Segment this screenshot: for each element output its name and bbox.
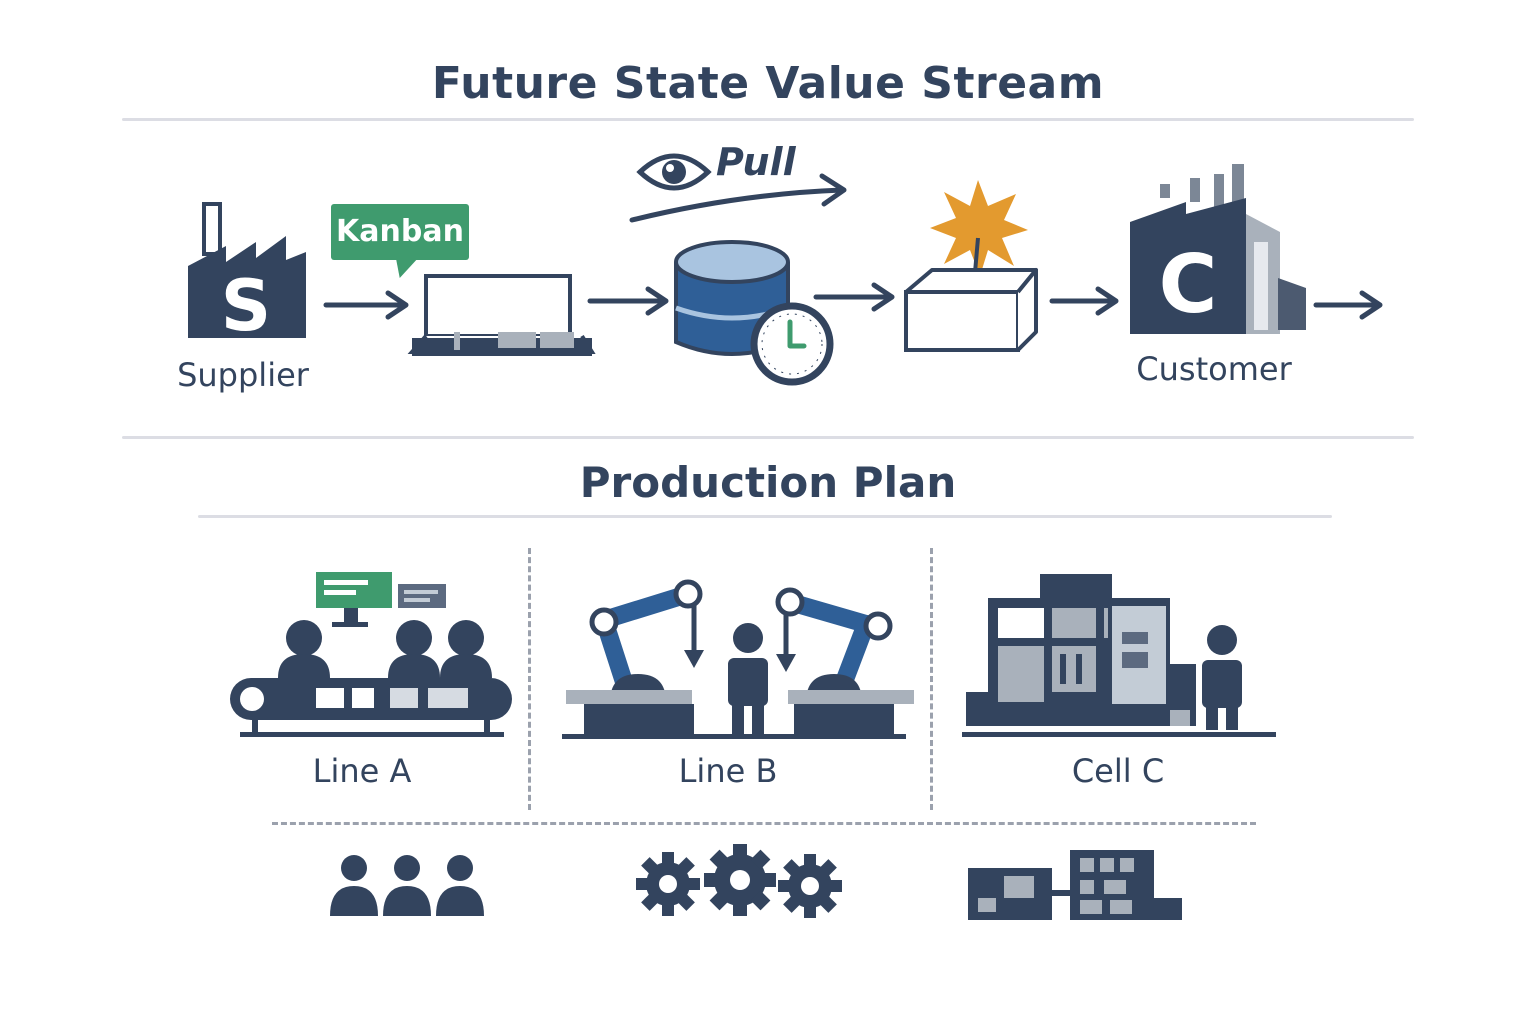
gears-icon (636, 844, 842, 918)
line-a-conveyor-icon (230, 572, 512, 737)
customer-letter: C (1159, 238, 1218, 331)
flow-arrow-1 (323, 290, 409, 320)
process-station-icon (407, 274, 596, 356)
section-divider (122, 436, 1414, 439)
customer-label: Customer (1136, 350, 1292, 388)
supplier-factory-icon: S (188, 202, 306, 347)
flow-arrow-4 (1049, 286, 1119, 316)
pull-arrow (629, 173, 847, 223)
supplier-label: Supplier (177, 356, 309, 394)
title-divider (122, 118, 1414, 121)
customer-factory-icon: C (1130, 164, 1306, 334)
clock-icon (750, 302, 834, 386)
production-modules-icon (968, 850, 1182, 920)
eye-icon (636, 153, 712, 191)
line-b-robot-icon (562, 579, 914, 739)
inventory-box-icon (904, 268, 1038, 352)
flow-arrow-3 (813, 282, 895, 312)
cell-divider-1 (528, 548, 531, 810)
cell-c-label: Cell C (1071, 752, 1165, 790)
people-group-icon (330, 855, 484, 916)
section-title: Production Plan (579, 458, 957, 507)
line-b-label: Line B (678, 752, 778, 790)
kanban-tag: Kanban (331, 204, 469, 260)
pull-label: Pull (716, 140, 796, 184)
flow-arrow-2 (587, 286, 669, 316)
plan-bottom-divider (272, 822, 1256, 825)
line-a-label: Line A (312, 752, 412, 790)
plan-title-divider (198, 515, 1332, 518)
page-title: Future State Value Stream (431, 58, 1105, 109)
flow-arrow-5 (1313, 290, 1383, 320)
supplier-letter: S (221, 265, 271, 347)
cell-c-machine-icon (962, 574, 1276, 737)
cell-divider-2 (930, 548, 933, 810)
